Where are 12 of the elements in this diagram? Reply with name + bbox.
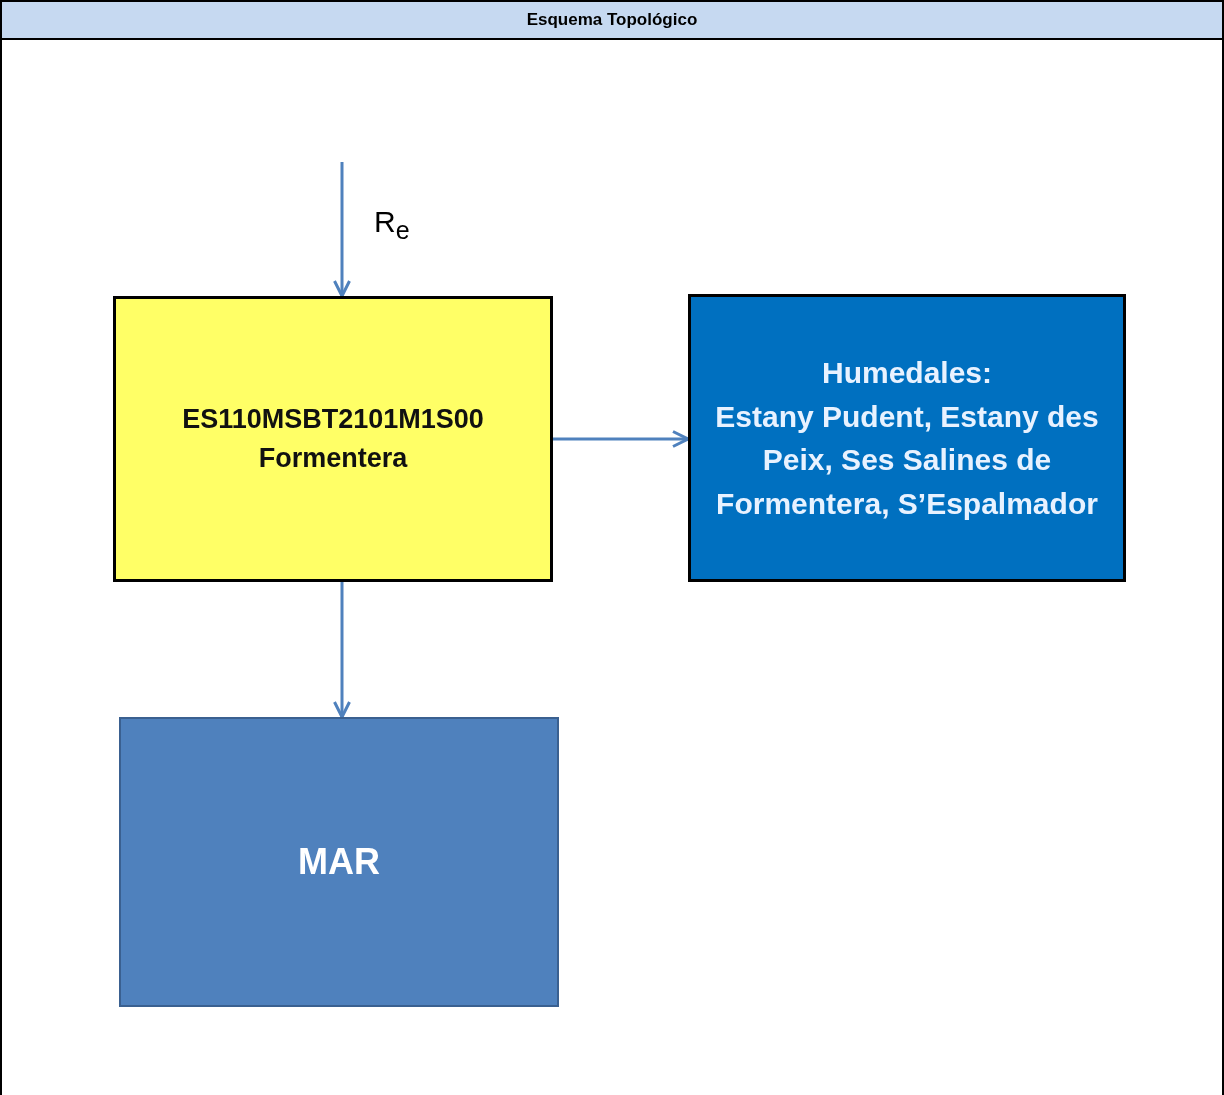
arrow (333, 582, 351, 719)
title-bar: Esquema Topológico (2, 2, 1222, 40)
box-title: Humedales: (821, 355, 993, 391)
process-box (113, 296, 553, 582)
process-box (688, 294, 1126, 582)
process-box (119, 717, 559, 1007)
box-text: Estany Pudent, Estany des Peix, Ses Salines de Formentera, S’Espalmador (714, 398, 1100, 522)
arrow (553, 430, 690, 448)
box-text: Formentera (258, 442, 408, 475)
box-title: ES110MSBT2101M1S00 (182, 402, 484, 436)
box-title: MAR (298, 839, 380, 884)
arrow (333, 162, 351, 298)
